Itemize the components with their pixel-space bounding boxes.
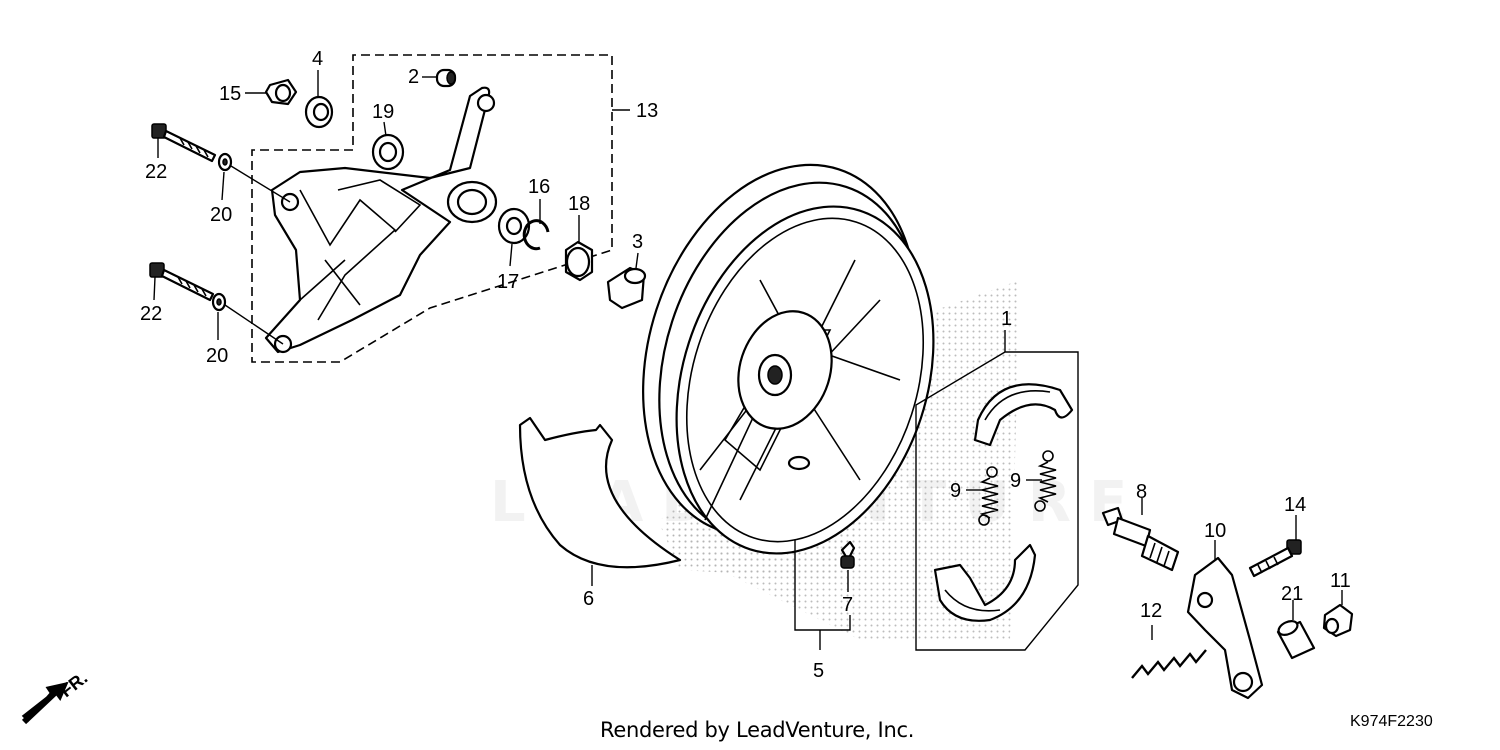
collar-3 [606,266,647,310]
valve-7 [840,540,856,569]
callout-21: 21 [1281,583,1303,605]
collar-2 [435,68,457,88]
callout-15: 15 [219,83,241,105]
front-direction-arrow: FR. [21,668,91,725]
callout-13: 13 [636,100,658,122]
bearing-17 [497,207,531,245]
spring-9b [1034,450,1057,512]
nut-11 [1322,603,1354,638]
spring-9a [978,466,999,526]
callout-5: 5 [813,660,824,682]
callout-17: 17 [497,271,519,293]
callout-6: 6 [583,588,594,610]
bearing-18 [564,240,594,282]
bearing-19 [371,133,405,171]
callout-7: 7 [842,594,853,616]
washer-upper [217,152,233,172]
group-1-bracket [915,351,1079,651]
callout-4: 4 [312,48,323,70]
callout-9b: 9 [1010,470,1021,492]
brake-arm-10 [1186,556,1264,700]
callout-20a: 20 [210,204,232,226]
collar-4 [304,95,334,129]
circlip-16 [522,219,550,251]
pin-21 [1276,620,1316,660]
spring-12 [1131,649,1207,679]
brake-shoe-lower [933,543,1037,622]
callout-19: 19 [372,101,394,123]
rear-wheel [642,163,935,555]
bolt-upper [151,123,217,163]
callout-22a: 22 [145,161,167,183]
inner-fender [518,416,682,569]
callout-9a: 9 [950,480,961,502]
callout-1: 1 [1001,308,1012,330]
callout-3: 3 [632,231,643,253]
callout-16: 16 [528,176,550,198]
brake-shoe-upper [973,383,1074,447]
callout-22b: 22 [140,303,162,325]
callout-12: 12 [1140,600,1162,622]
group-13-bracket [251,54,613,363]
callout-11: 11 [1330,570,1351,592]
bolt-14 [1248,539,1302,578]
callout-10: 10 [1204,520,1226,542]
brake-cam-8 [1101,506,1180,572]
bolt-lower [149,262,215,302]
diagram-code: K974F2230 [1350,713,1433,730]
callout-14: 14 [1284,494,1306,516]
swing-arm [264,86,498,354]
callout-2: 2 [408,66,419,88]
callout-20b: 20 [206,345,228,367]
callout-8: 8 [1136,481,1147,503]
washer-lower [211,292,227,312]
render-credit: Rendered by LeadVenture, Inc. [600,718,915,742]
nut-15 [264,78,298,106]
callout-18: 18 [568,193,590,215]
